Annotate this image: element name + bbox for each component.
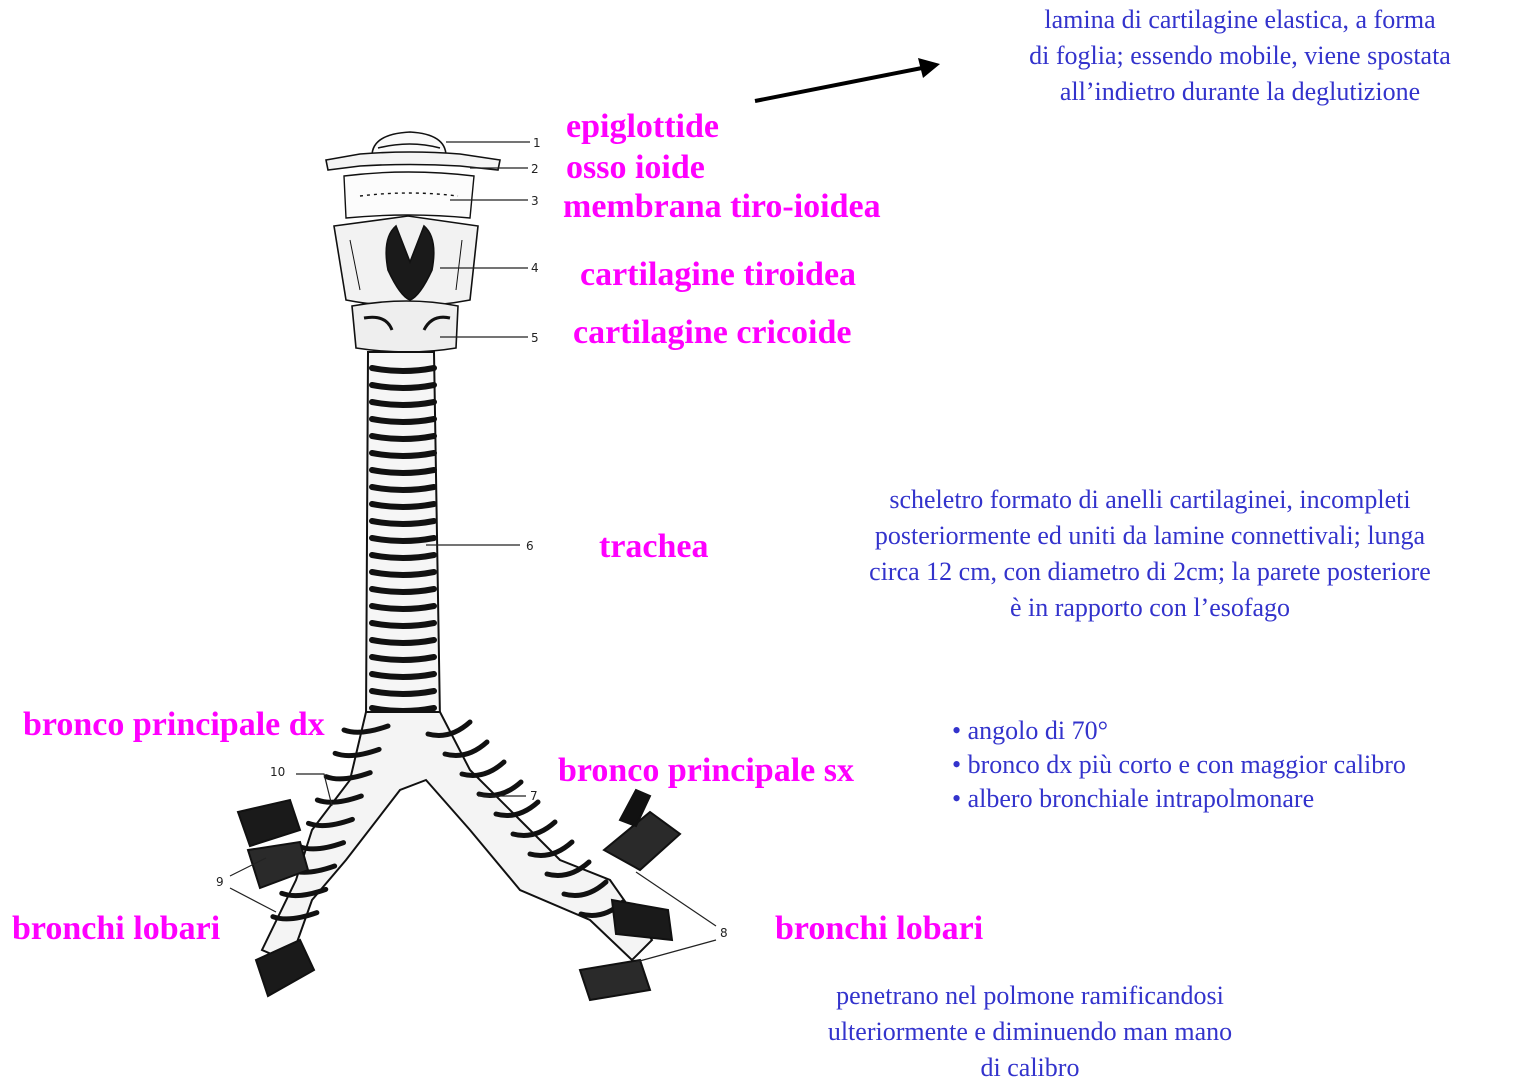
description-line: all’indietro durante la deglutizione xyxy=(960,74,1520,110)
tracheal-ring xyxy=(372,589,434,592)
tracheal-ring xyxy=(372,623,434,626)
tracheal-ring xyxy=(372,691,434,694)
tracheal-ring xyxy=(372,640,434,643)
thyroid-cartilage-shape xyxy=(334,216,478,306)
label-membrana-tiro-ioidea: membrana tiro-ioidea xyxy=(563,190,881,224)
tracheal-ring xyxy=(372,368,434,371)
tracheal-ring xyxy=(372,419,434,422)
cricoid-cartilage-shape xyxy=(352,301,458,352)
figure-number: 7 xyxy=(530,789,538,803)
figure-number: 4 xyxy=(531,261,539,275)
figure-number: 5 xyxy=(531,331,539,345)
list-item: • angolo di 70° xyxy=(952,714,1406,748)
tracheal-ring xyxy=(372,487,434,490)
figure-number: 9 xyxy=(216,875,224,889)
description-line: posteriormente ed uniti da lamine connet… xyxy=(760,518,1534,554)
description-epiglottide: lamina di cartilagine elastica, a forma … xyxy=(960,2,1520,110)
description-line: scheletro formato di anelli cartilaginei… xyxy=(760,482,1534,518)
label-osso-ioide: osso ioide xyxy=(566,151,705,185)
tracheal-ring xyxy=(372,572,434,575)
description-bronchi-lobari: penetrano nel polmone ramificandosi ulte… xyxy=(760,978,1300,1086)
description-arrow xyxy=(755,58,940,101)
description-line: penetrano nel polmone ramificandosi xyxy=(760,978,1300,1014)
description-trachea: scheletro formato di anelli cartilaginei… xyxy=(760,482,1534,626)
description-line: ulteriormente e diminuendo man mano xyxy=(760,1014,1300,1050)
tracheal-ring xyxy=(372,708,434,711)
tracheal-ring xyxy=(372,402,434,405)
tracheal-ring xyxy=(372,385,434,388)
bronchi-facts-list: • angolo di 70° • bronco dx più corto e … xyxy=(952,714,1406,816)
description-line: è in rapporto con l’esofago xyxy=(760,590,1534,626)
description-line: circa 12 cm, con diametro di 2cm; la par… xyxy=(760,554,1534,590)
figure-number: 6 xyxy=(526,539,534,553)
description-line: di foglia; essendo mobile, viene spostat… xyxy=(960,38,1520,74)
tracheal-ring xyxy=(372,436,434,439)
tracheal-ring xyxy=(372,538,434,541)
label-epiglottide: epiglottide xyxy=(566,110,719,144)
tracheal-ring xyxy=(372,453,434,456)
description-line: di calibro xyxy=(760,1050,1300,1086)
figure-number: 1 xyxy=(533,136,541,150)
label-bronchi-lobari-right: bronchi lobari xyxy=(775,912,983,946)
figure-number: 3 xyxy=(531,194,539,208)
label-cartilagine-tiroidea: cartilagine tiroidea xyxy=(580,258,856,292)
figure-number: 2 xyxy=(531,162,539,176)
label-trachea: trachea xyxy=(599,530,709,564)
label-cartilagine-cricoide: cartilagine cricoide xyxy=(573,316,852,350)
hyoid-bone-shape xyxy=(326,152,500,170)
tracheal-ring xyxy=(372,555,434,558)
label-bronco-principale-sx: bronco principale sx xyxy=(558,754,854,788)
figure-number: 8 xyxy=(720,926,728,940)
tracheal-ring xyxy=(372,674,434,677)
tracheal-ring xyxy=(372,470,434,473)
tracheal-ring xyxy=(372,657,434,660)
tracheal-ring xyxy=(372,504,434,507)
trachea-tube xyxy=(366,352,440,720)
list-item: • bronco dx più corto e con maggior cali… xyxy=(952,748,1406,782)
thyrohyoid-membrane-shape xyxy=(344,172,474,218)
list-item: • albero bronchiale intrapolmonare xyxy=(952,782,1406,816)
figure-number: 10 xyxy=(270,765,285,779)
tracheal-ring xyxy=(372,606,434,609)
label-bronco-principale-dx: bronco principale dx xyxy=(23,708,325,742)
label-bronchi-lobari-left: bronchi lobari xyxy=(12,912,220,946)
description-line: lamina di cartilagine elastica, a forma xyxy=(960,2,1520,38)
tracheal-ring xyxy=(372,521,434,524)
